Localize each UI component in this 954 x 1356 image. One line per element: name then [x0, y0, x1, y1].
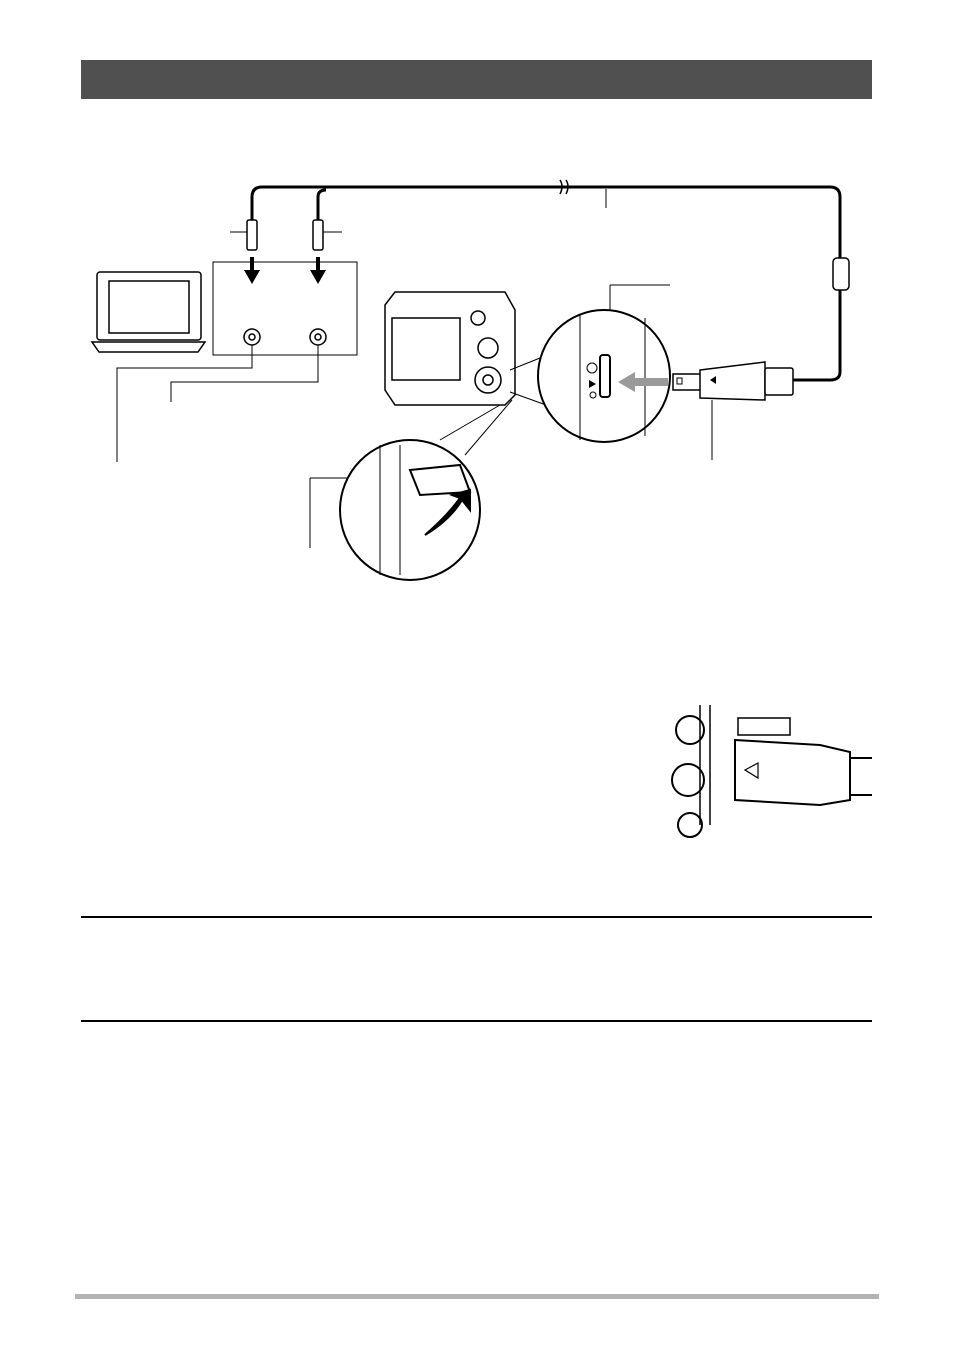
tv-connection-diagram — [90, 179, 850, 581]
cable-break-mark — [559, 179, 569, 195]
footer-bar — [75, 1294, 879, 1299]
av-plug-right — [312, 219, 342, 251]
cover-zoom-circle — [339, 439, 481, 581]
port-zoom-circle — [537, 309, 671, 443]
av-cable — [250, 185, 842, 382]
arrow-down-icon — [244, 257, 326, 284]
section-divider-top — [81, 916, 872, 918]
av-plug-left — [230, 219, 258, 251]
camera — [384, 291, 516, 406]
section-header-bar — [81, 60, 872, 99]
ferrite-core — [832, 257, 850, 291]
insert-arrow-icon — [618, 372, 668, 392]
tv-input-panel — [212, 261, 358, 356]
usb-connector — [672, 361, 794, 401]
section-divider-bottom — [81, 1020, 872, 1022]
tv-input-jacks — [243, 328, 327, 346]
television — [90, 271, 207, 353]
leader-lines — [116, 284, 713, 548]
